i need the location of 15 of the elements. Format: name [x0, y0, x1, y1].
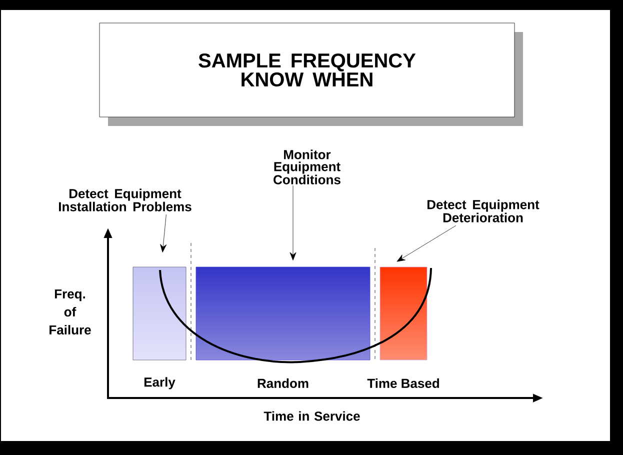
axis-label: Freq. of Failure — [50, 289, 91, 335]
title-box: SAMPLE FREQUENCY KNOW WHEN — [99, 22, 515, 118]
phase-bar — [196, 266, 370, 360]
phase-bar — [132, 266, 186, 360]
callout-text: Monitor Equipment Conditions — [274, 150, 340, 184]
phase-label: Early — [144, 377, 176, 390]
arrow — [290, 185, 296, 260]
phase-bar — [380, 266, 428, 360]
phase-label: Time Based — [367, 378, 439, 388]
phase-label: Random — [258, 378, 308, 388]
axis-label: Time in Service — [264, 411, 360, 421]
callout-text: Detect Equipment Installation Problems — [59, 188, 192, 212]
arrow — [160, 214, 167, 252]
arrow — [396, 225, 456, 262]
callout-text: Detect Equipment Deterioration — [428, 200, 540, 222]
